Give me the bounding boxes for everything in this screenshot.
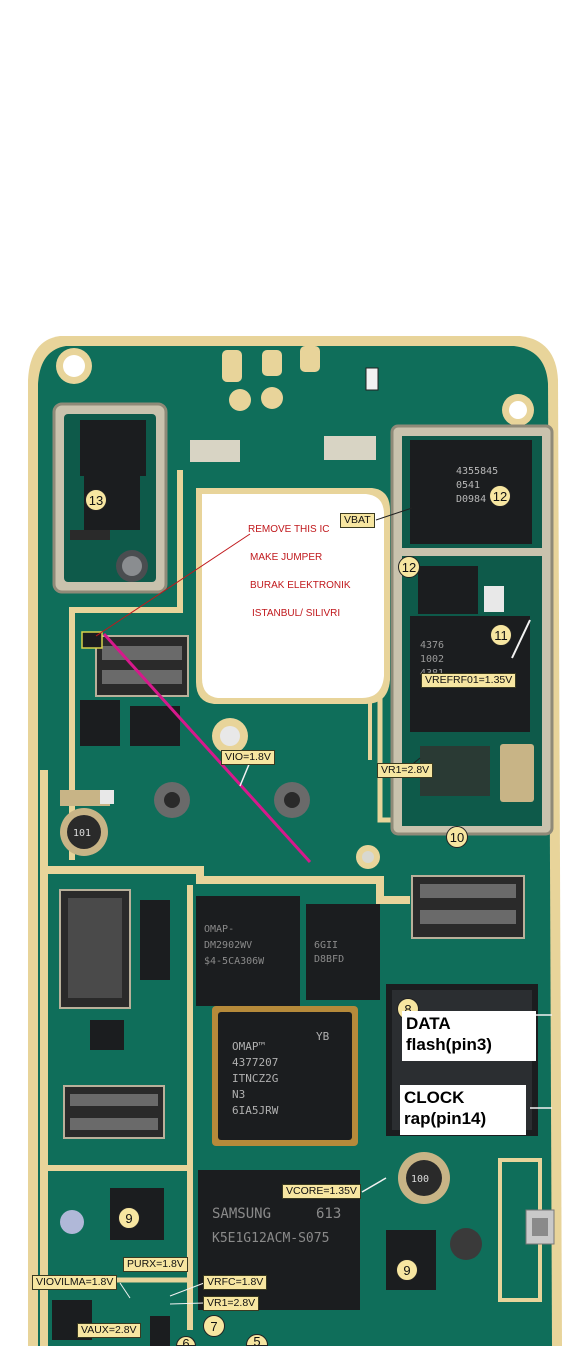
chip-marking-line: 613 (316, 1206, 341, 1222)
omap-chip-stack: OMAP- DM2902WV $4-5CA306W 6GII D8BFD OMA… (196, 896, 380, 1310)
chip-marking-line: N3 (232, 1088, 245, 1101)
chip-marking-line: D8BFD (314, 954, 344, 965)
signal-data-pin: flash(pin3) (406, 1035, 492, 1054)
callout-9-right: 9 (396, 1259, 418, 1281)
label-vaux: VAUX=2.8V (77, 1323, 141, 1338)
chip-marking-line: D0984 (456, 494, 486, 505)
chip-marking-line: SAMSUNG (212, 1206, 271, 1222)
chip-marking-line: K5E1G12ACM-S075 (212, 1231, 329, 1246)
label-vr1-top: VR1=2.8V (377, 763, 434, 778)
chip-marking-line: 1002 (420, 654, 444, 665)
signal-clock-title: CLOCK (404, 1088, 465, 1107)
jumper-wire (102, 632, 312, 864)
chip-marking-line: $4-5CA306W (204, 956, 265, 967)
label-vio: VIO=1.8V (221, 750, 275, 765)
chip-marking-line: 6GII (314, 940, 338, 951)
chip-marking-line: DM2902WV (204, 940, 252, 951)
inductor-marking: 101 (73, 828, 91, 839)
note-shop-name: BURAK ELEKTRONIK (250, 580, 351, 591)
chip-marking-line: YB (316, 1030, 330, 1043)
label-vr1-bottom: VR1=2.8V (203, 1296, 260, 1311)
shield-can-left (52, 402, 168, 594)
note-pointer-line (95, 533, 251, 637)
label-purx: PURX=1.8V (123, 1257, 188, 1272)
callout-10: 10 (446, 826, 468, 848)
inductor-marking: 100 (411, 1174, 429, 1185)
callout-11: 11 (490, 624, 512, 646)
chip-marking-line: OMAP- (204, 924, 234, 935)
chip-marking-line: ITNCZ2G (232, 1072, 278, 1085)
label-vrefrf01: VREFRF01=1.35V (421, 673, 517, 688)
callout-13: 13 (85, 489, 107, 511)
callout-12-top: 12 (489, 485, 511, 507)
chip-marking-line: 4355845 (456, 466, 498, 477)
callout-12-mid: 12 (398, 556, 420, 578)
label-vbat: VBAT (340, 513, 375, 528)
signal-clock-box: CLOCK rap(pin14) (400, 1085, 526, 1135)
label-vcore: VCORE=1.35V (282, 1184, 361, 1199)
chip-marking-line: 6IA5JRW (232, 1104, 279, 1117)
chip-marking-line: OMAP™ (232, 1040, 265, 1053)
signal-clock-pin: rap(pin14) (404, 1109, 487, 1128)
connector-bottom-left (63, 1085, 165, 1139)
callout-7: 7 (203, 1315, 225, 1337)
label-vrfc: VRFC=1.8V (203, 1275, 268, 1290)
callout-9-left: 9 (118, 1207, 140, 1229)
connector-top-left (95, 635, 189, 697)
note-remove-ic: REMOVE THIS IC (248, 524, 330, 535)
note-location: ISTANBUL/ SILIVRI (252, 608, 341, 619)
chip-marking-line: 4377207 (232, 1056, 278, 1069)
chip-marking-line: 0541 (456, 480, 480, 491)
chip-marking-line: 4376 (420, 640, 444, 651)
label-viovilma: VIOVILMA=1.8V (32, 1275, 118, 1290)
signal-data-title: DATA (406, 1014, 451, 1033)
signal-data-box: DATA flash(pin3) (402, 1011, 536, 1061)
note-make-jumper: MAKE JUMPER (250, 552, 323, 563)
removed-ic-marker (81, 631, 103, 649)
